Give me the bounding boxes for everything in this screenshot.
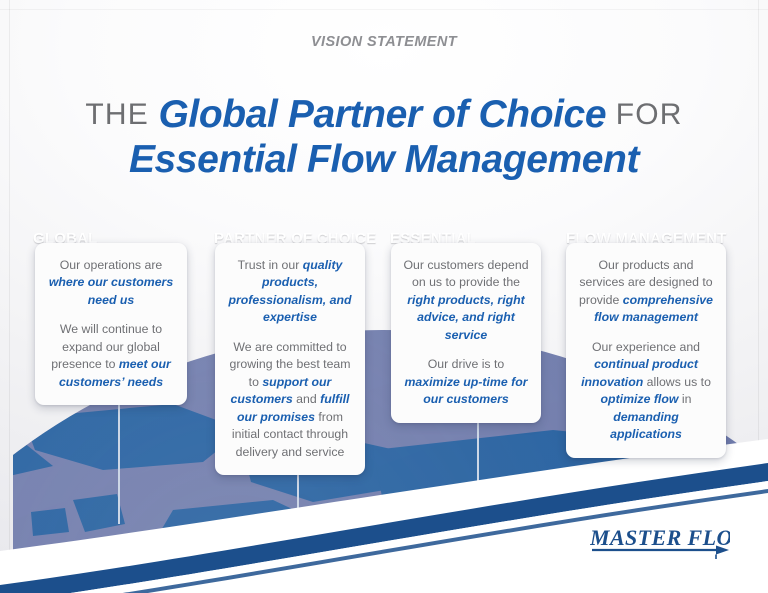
emphasis-text: optimize flow xyxy=(600,392,679,407)
pin-line xyxy=(118,372,120,524)
page-edge-right xyxy=(758,0,759,593)
page-edge-left xyxy=(9,0,10,593)
body-text: from initial contact through delivery an… xyxy=(231,409,349,459)
headline-line-2: Essential Flow Management xyxy=(0,137,768,182)
arrow-underline-icon xyxy=(716,545,729,555)
section-label-global: GLOBAL xyxy=(33,230,98,247)
headline-emphasis-1: Global Partner of Choice xyxy=(158,93,607,136)
section-label-partner-of-choice: PARTNER OF CHOICE xyxy=(214,230,377,247)
section-label-flow-management: FLOW MANAGEMENT xyxy=(566,230,727,247)
emphasis-text: support our customers xyxy=(230,374,332,407)
body-text: Our experience and xyxy=(591,339,700,354)
emphasis-text: meet our customers’ needs xyxy=(58,357,171,389)
card-flow-management[interactable]: Our products and services are designed t… xyxy=(566,243,726,458)
pin-line xyxy=(477,382,479,522)
body-text: Trust in our xyxy=(237,258,303,272)
section-label-essential: ESSENTIAL xyxy=(390,230,476,247)
body-text: Our drive is to xyxy=(427,357,505,372)
card-paragraph-1: Our customers depend on us to provide th… xyxy=(403,257,529,344)
headline-the: THE xyxy=(85,98,159,131)
card-paragraph-2: We are committed to growing the best tea… xyxy=(227,339,353,461)
card-paragraph-1: Our products and services are designed t… xyxy=(578,257,714,327)
emphasis-text: comprehensive flow management xyxy=(594,292,713,325)
body-text: and xyxy=(292,392,321,407)
emphasis-text: right products, right advice, and right … xyxy=(407,292,525,342)
card-paragraph-2: Our experience and continual product inn… xyxy=(578,339,714,444)
card-paragraph-2: Our drive is to maximize up-time for our… xyxy=(403,356,529,408)
emphasis-text: maximize up-time for our customers xyxy=(404,374,528,407)
master-flo-logo-svg: MASTER FLO xyxy=(589,525,732,559)
page-edge-top xyxy=(0,9,768,10)
card-paragraph-2: We will continue to expand our global pr… xyxy=(47,321,175,391)
emphasis-text: continual product innovation xyxy=(581,357,698,389)
body-text: Our operations are xyxy=(59,258,163,272)
body-text: Our products and services are designed t… xyxy=(579,258,713,307)
body-text: Our customers depend on us to provide th… xyxy=(403,258,529,290)
card-paragraph-1: Trust in our quality products, professio… xyxy=(227,257,353,327)
swoosh-accent-line xyxy=(122,489,768,593)
body-text: We will continue to expand our global pr… xyxy=(51,322,163,372)
swoosh-dark-band xyxy=(0,463,768,593)
logo-wordmark: MASTER FLO xyxy=(590,525,730,550)
page-title: THE Global Partner of Choice FOR Essenti… xyxy=(0,92,768,182)
eyebrow-label: VISION STATEMENT xyxy=(310,34,458,50)
bottom-swoosh-graphic xyxy=(0,439,768,593)
body-text: in xyxy=(678,392,692,407)
card-paragraph-1: Our operations are where our customers n… xyxy=(47,257,175,309)
body-text: We are committed to growing the best tea… xyxy=(229,339,351,389)
card-global[interactable]: Our operations are where our customers n… xyxy=(35,243,187,406)
emphasis-text: demanding applications xyxy=(610,409,682,442)
emphasis-text: where our customers need us xyxy=(48,275,174,307)
company-logo[interactable]: MASTER FLO xyxy=(589,521,732,565)
swoosh-base-white xyxy=(0,497,768,593)
card-partner-of-choice[interactable]: Trust in our quality products, professio… xyxy=(215,243,365,475)
emphasis-text: quality products, professionalism, and e… xyxy=(228,258,352,325)
card-essential[interactable]: Our customers depend on us to provide th… xyxy=(391,243,541,423)
headline-for: FOR xyxy=(606,98,683,131)
headline-line-1: THE Global Partner of Choice FOR xyxy=(0,92,768,137)
emphasis-text: fulfill our promises xyxy=(237,392,350,424)
headline-emphasis-2: Essential Flow Management xyxy=(128,138,640,182)
body-text: allows us to xyxy=(643,374,711,389)
